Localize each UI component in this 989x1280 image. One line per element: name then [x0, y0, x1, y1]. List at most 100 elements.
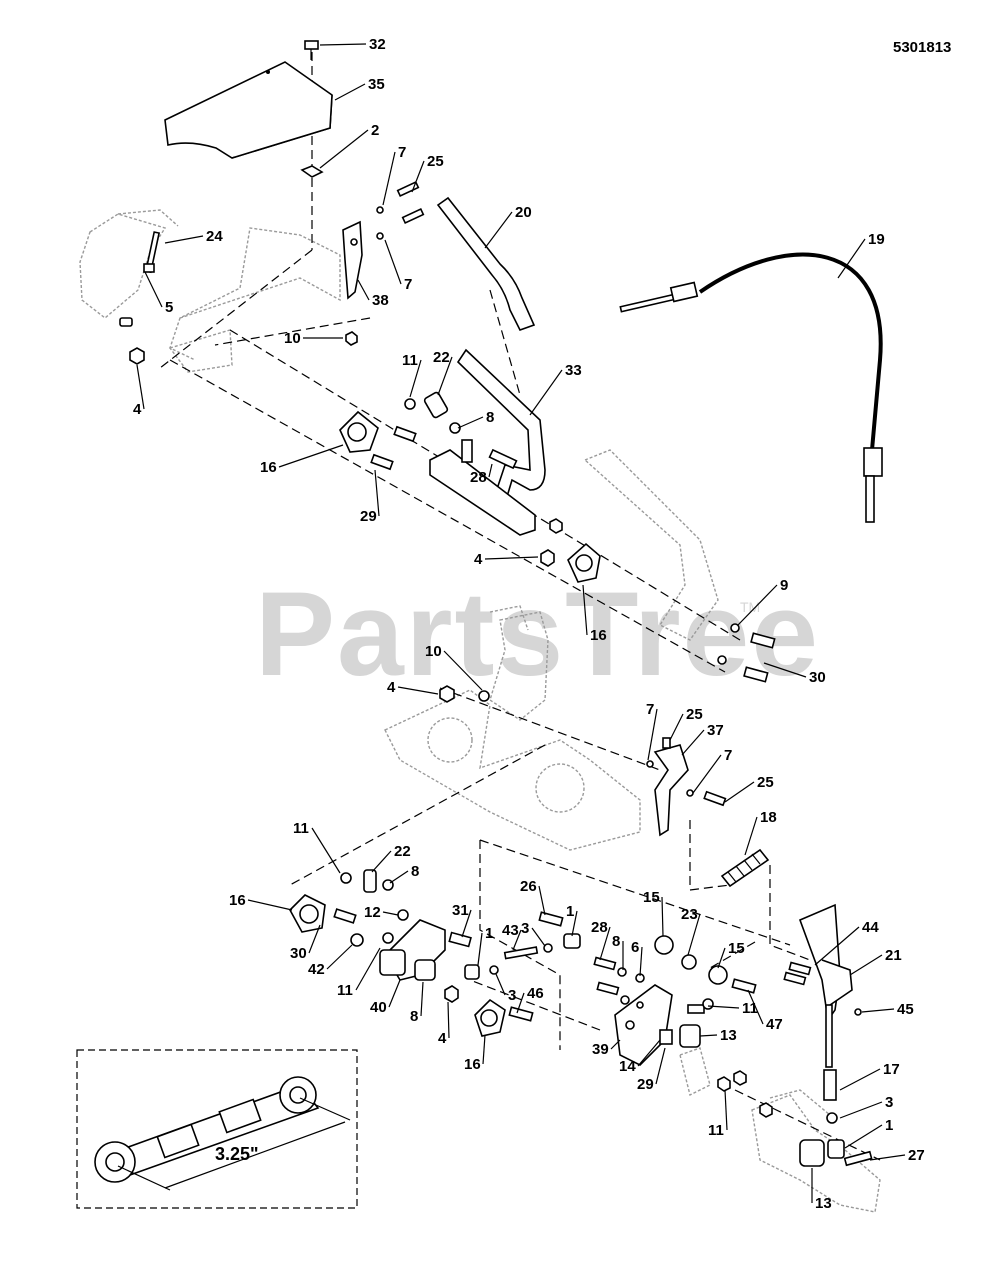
- callout-11: 11: [293, 820, 309, 837]
- leader-line: [647, 708, 658, 761]
- leader-line: [681, 729, 705, 756]
- frame-ghost-middle: [384, 605, 641, 851]
- bearing-16-bottom: [444, 985, 534, 1037]
- leader-line: [707, 1005, 740, 1009]
- leader-line: [699, 1034, 718, 1037]
- leader-line: [164, 235, 204, 244]
- leader-line: [661, 896, 664, 937]
- callout-42: 42: [308, 961, 325, 978]
- leader-line: [457, 416, 484, 429]
- callout-leaders: [136, 43, 906, 1203]
- leader-line: [397, 686, 439, 695]
- callout-10: 10: [425, 643, 442, 660]
- callout-4: 4: [133, 401, 142, 418]
- bearing-16-right: [540, 518, 601, 583]
- leader-line: [278, 444, 344, 468]
- lever-33: [456, 348, 546, 522]
- leader-line: [655, 1047, 666, 1085]
- watermark-text: PartsTree: [255, 567, 820, 701]
- leader-line: [861, 1008, 895, 1013]
- leader-line: [355, 947, 381, 991]
- nut-4-upper: [129, 347, 145, 365]
- inset-detail: 3.25": [76, 1049, 358, 1209]
- frame-ghost-lower: [679, 1047, 881, 1213]
- washers-12-42: [350, 909, 409, 947]
- callout-20: 20: [515, 204, 532, 221]
- callout-2: 2: [371, 122, 379, 139]
- leader-line: [144, 271, 163, 308]
- callout-39: 39: [592, 1041, 609, 1058]
- leader-line: [512, 929, 522, 951]
- watermark-trademark: TM: [740, 599, 760, 615]
- seat-pan-35: [164, 61, 333, 159]
- callout-46: 46: [527, 985, 544, 1002]
- leader-line: [724, 781, 755, 803]
- callout-29: 29: [637, 1076, 654, 1093]
- leader-line: [737, 584, 778, 626]
- callout-4: 4: [387, 679, 396, 696]
- leader-line: [687, 913, 701, 956]
- nut-10-upper: [345, 331, 358, 346]
- leader-line: [637, 1039, 661, 1067]
- leader-line: [744, 816, 758, 856]
- document-number: 5301813: [893, 39, 951, 56]
- cable-19: [619, 252, 883, 523]
- leader-line: [763, 662, 807, 678]
- leader-line: [420, 981, 424, 1017]
- leader-line: [461, 909, 472, 938]
- leader-line: [308, 924, 321, 954]
- leader-line: [571, 910, 578, 937]
- callout-29: 29: [360, 508, 377, 525]
- callout-25: 25: [686, 706, 703, 723]
- frame-ghost-upper: [79, 209, 719, 641]
- callout-22: 22: [394, 843, 411, 860]
- leader-line: [488, 463, 493, 478]
- callout-7: 7: [404, 276, 412, 293]
- leader-line: [319, 43, 367, 46]
- callout-4: 4: [438, 1030, 447, 1047]
- callout-1: 1: [566, 903, 574, 920]
- callout-4: 4: [474, 551, 483, 568]
- callout-30: 30: [290, 945, 307, 962]
- leader-line: [484, 556, 539, 560]
- callout-45: 45: [897, 1001, 914, 1018]
- callout-6: 6: [631, 939, 639, 956]
- shaft-assembly: [429, 439, 536, 536]
- callout-11: 11: [402, 352, 418, 369]
- leader-line: [389, 870, 409, 884]
- callout-14: 14: [619, 1058, 636, 1075]
- spring-18: [720, 848, 770, 888]
- callout-16: 16: [464, 1056, 481, 1073]
- leader-line: [692, 754, 722, 794]
- callout-33: 33: [565, 362, 582, 379]
- callout-23: 23: [681, 906, 698, 923]
- callout-8: 8: [410, 1008, 418, 1025]
- callout-1: 1: [885, 1117, 893, 1134]
- callout-22: 22: [433, 349, 450, 366]
- callout-7: 7: [398, 144, 406, 161]
- callout-12: 12: [364, 904, 381, 921]
- leader-line: [484, 211, 513, 249]
- callout-3: 3: [508, 987, 516, 1004]
- callout-32: 32: [369, 36, 386, 53]
- bolt-24: [119, 231, 161, 327]
- callout-40: 40: [370, 999, 387, 1016]
- bracket-21: [783, 903, 862, 1023]
- callout-3: 3: [521, 920, 529, 937]
- bolts-30-upper: [717, 623, 776, 683]
- leader-line: [382, 151, 396, 206]
- callout-18: 18: [760, 809, 777, 826]
- leader-line: [388, 979, 401, 1008]
- leader-line: [582, 584, 588, 636]
- leader-line: [869, 1154, 906, 1161]
- leader-line: [538, 885, 546, 916]
- leader-line: [374, 469, 380, 517]
- bolt-26: [538, 911, 564, 927]
- spacer-13-lower: [799, 1139, 825, 1167]
- callout-28: 28: [470, 469, 487, 486]
- callout-11: 11: [337, 982, 353, 999]
- leader-line: [839, 1068, 881, 1091]
- spacer-13-middle: [659, 998, 714, 1048]
- nut-10-middle: [478, 690, 490, 702]
